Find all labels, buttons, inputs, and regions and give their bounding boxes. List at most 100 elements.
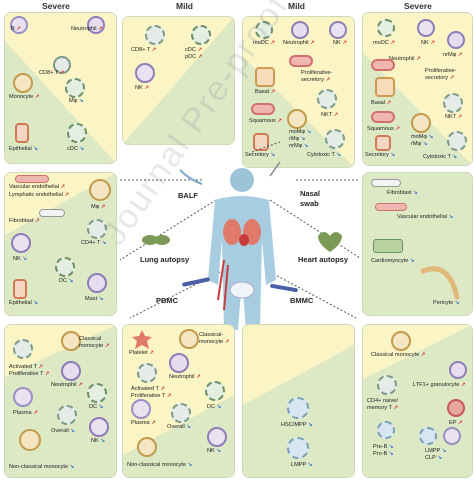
nkt-icon xyxy=(317,89,337,109)
label-vascular-endothelial: Vascular endothelial ↗ xyxy=(9,184,66,190)
label-platelet: Platelet ↗ xyxy=(129,350,154,356)
proliferative-secretory-icon xyxy=(289,55,313,67)
label-lmpp: LMPP ↘ xyxy=(425,448,447,454)
label-neutrophil: Neutrophil ↗ xyxy=(51,382,83,388)
panel-bmmc-severe: Classical monocyte ↗ LTF1+ granulocyte ↗… xyxy=(362,324,473,478)
panel-bmmc-mild: HSC/MPP ↘ LMPP ↘ xyxy=(242,324,355,478)
label-squamous: Squamous ↗ xyxy=(367,126,400,132)
secretory-icon xyxy=(253,133,269,151)
label-nk: NK ↘ xyxy=(207,448,222,454)
label-plasma: Plasma ↗ xyxy=(131,420,156,426)
label-dc: DC ↘ xyxy=(207,404,222,410)
label-nkt: NKT ↗ xyxy=(321,112,339,118)
panel-lung-autopsy: Vascular endothelial ↗ Lymphatic endothe… xyxy=(4,172,117,316)
header-severe-right: Severe xyxy=(404,1,432,11)
label-nrmph: nrMφ ↗ xyxy=(443,52,463,58)
nk-icon xyxy=(11,233,31,253)
plasma-icon xyxy=(13,387,33,407)
label-pericyte: Pericyte ↘ xyxy=(433,300,460,306)
label-proliferative-t: Proliferative T ↗ xyxy=(131,393,172,399)
panel-balf-mild: CD8+ T ↗ cDC ↗ pDC ↗ NK ↗ xyxy=(122,16,235,145)
label-nasal: Nasal xyxy=(300,189,321,198)
label-pro-b: Pro-B ↘ xyxy=(373,451,394,457)
classical-monocyte-icon xyxy=(179,329,199,349)
neutrophil-icon xyxy=(61,361,81,381)
cd4-t-icon xyxy=(377,375,397,395)
label-rmph: rMφ ↘ xyxy=(289,136,306,142)
label-nkt: NKT ↗ xyxy=(445,114,463,120)
label-classical: Classical- xyxy=(199,332,224,338)
cd8-t-icon xyxy=(53,56,71,74)
clp-icon xyxy=(443,427,461,445)
label-vascular-endothelial: Vascular endothelial ↘ xyxy=(397,214,454,220)
endothelial-icon xyxy=(15,175,49,183)
macrophage-icon xyxy=(89,179,111,201)
label-secretory: Secretory ↘ xyxy=(245,152,276,158)
fibroblast-icon xyxy=(39,209,65,217)
label-ltf1-granulocyte: LTF1+ granulocyte ↗ xyxy=(413,382,466,388)
epithelial-icon xyxy=(13,279,27,299)
label-neutrophil: Neutrophil ↗ xyxy=(169,374,201,380)
panel-pbmc-mild: Platelet ↗ Classical- monocyte ↗ Neutrop… xyxy=(122,324,235,478)
mast-icon xyxy=(87,273,107,293)
label-basal: Basal ↗ xyxy=(255,89,276,95)
basal-icon xyxy=(375,77,395,97)
epithelial-icon xyxy=(15,123,29,143)
neutrophil-icon xyxy=(169,353,189,373)
label-modc: moDC ↗ xyxy=(373,40,396,46)
macrophage-icon xyxy=(411,113,431,133)
label-overall: Overall ↘ xyxy=(167,424,191,430)
label-secretory: Secretory ↘ xyxy=(365,152,396,158)
endothelial-icon xyxy=(375,203,407,211)
dc-icon xyxy=(55,257,75,277)
classical-monocyte-icon xyxy=(61,331,81,351)
label-activated-t: Activated T ↗ xyxy=(131,386,166,392)
label-cd4t: CD4+ T ↘ xyxy=(81,240,107,246)
granulocyte-icon xyxy=(449,361,467,379)
basal-icon xyxy=(255,67,275,87)
dc-icon xyxy=(87,383,107,403)
label-classical-monocyte: Classical monocyte ↗ xyxy=(371,352,426,358)
label-cdc: cDC ↗ xyxy=(185,47,203,53)
label-rmph: rMφ ↘ xyxy=(411,141,428,147)
plasma-icon xyxy=(131,399,151,419)
nk-icon xyxy=(207,427,227,447)
neutrophil-icon xyxy=(291,21,309,39)
label-cdc: cDC ↘ xyxy=(67,146,85,152)
pericyte-icon xyxy=(420,266,460,300)
nk-icon xyxy=(329,21,347,39)
non-classical-monocyte-icon xyxy=(19,429,41,451)
proliferative-secretory-icon xyxy=(371,59,395,71)
label-monocyte: Monocyte ↗ xyxy=(9,94,40,100)
label-cardiomyocyte: Cardiomyocyte ↘ xyxy=(371,258,415,264)
label-nk: NK ↗ xyxy=(333,40,348,46)
label-nk: NK ↘ xyxy=(13,256,28,262)
neutrophil-icon xyxy=(447,31,465,49)
cytotoxic-t-icon xyxy=(447,131,467,151)
label-monocyte: monocyte ↗ xyxy=(199,339,230,345)
label-swab: swab xyxy=(300,199,319,208)
secretory-icon xyxy=(375,135,391,151)
nk-icon xyxy=(89,417,109,437)
panel-nasal-severe: moDC ↗ NK ↗ Neutrophil ↗ nrMφ ↗ Prolifer… xyxy=(362,12,473,166)
label-bmmc: BMMC xyxy=(290,296,314,305)
label-macrophage: Mφ ↗ xyxy=(91,204,106,210)
label-fibroblast: Fibroblast ↗ xyxy=(9,218,40,224)
label-plasma: Plasma ↗ xyxy=(13,410,38,416)
dc-icon xyxy=(191,25,211,45)
label-memory-t: memory T ↗ xyxy=(367,405,399,411)
nk-icon xyxy=(135,63,155,83)
label-nk: NK ↗ xyxy=(135,85,150,91)
label-b: B ↗ xyxy=(11,26,21,32)
label-overall: Overall ↘ xyxy=(51,428,75,434)
header-mild-left: Mild xyxy=(176,1,193,11)
label-cd4-naive: CD4+ naive/ xyxy=(367,398,398,404)
label-basal: Basal ↗ xyxy=(371,100,392,106)
label-prolif-secretory: Proliferative- xyxy=(301,70,333,76)
label-neutrophil: Neutrophil ↗ xyxy=(71,26,103,32)
label-non-classical-monocyte: Non-classical monocyte ↘ xyxy=(127,462,193,468)
label-balf: BALF xyxy=(178,191,198,200)
label-non-classical-monocyte: Non-classical monocyte ↘ xyxy=(9,464,75,470)
ep-icon xyxy=(447,399,465,417)
label-lmpp: LMPP ↘ xyxy=(291,462,313,468)
